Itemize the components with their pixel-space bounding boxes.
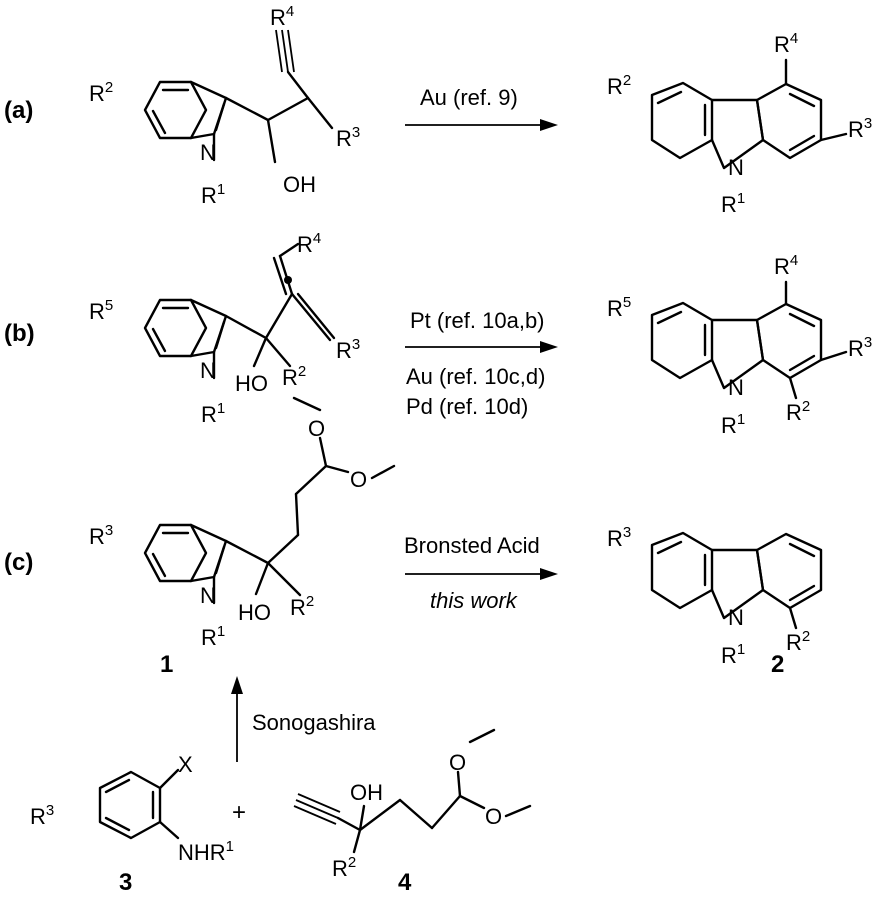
row-c-prod-r1: R1 [721, 641, 745, 668]
row-c-reagent-bottom: this work [430, 588, 518, 613]
row-a-starting-material [143, 29, 334, 164]
row-a-sm-n: N [200, 140, 216, 165]
compound-3-structure [98, 768, 180, 840]
row-c-starting-material [143, 396, 396, 605]
compound-3-number: 3 [119, 869, 132, 896]
row-a-prod-r3: R3 [848, 115, 872, 142]
sonogashira-arrowhead [231, 676, 243, 694]
row-a-label: (a) [4, 97, 33, 124]
row-b-starting-material [143, 242, 336, 380]
row-c-sm-r2: R2 [290, 593, 314, 620]
row-a-prod-r1: R1 [721, 190, 745, 217]
row-b-prod-r2: R2 [786, 398, 810, 425]
row-a-arrowhead [540, 119, 558, 131]
row-a-sm-r3: R3 [336, 124, 360, 151]
row-b-sm-r1: R1 [201, 400, 225, 427]
row-c-arrowhead [540, 568, 558, 580]
row-c-prod-r2: R2 [786, 628, 810, 655]
row-c-reagent-top: Bronsted Acid [404, 533, 540, 558]
row-b-label: (b) [4, 320, 35, 347]
row-c-prod-n: N [728, 605, 744, 630]
row-b-sm-r2: R2 [282, 363, 306, 390]
row-c-product [650, 531, 823, 630]
row-b-sm-n: N [200, 358, 216, 383]
row-b-sm-r4: R4 [297, 230, 321, 257]
row-b-sm-ho: HO [235, 371, 268, 396]
row-c-sm-r1: R1 [201, 623, 225, 650]
compound-3-r3: R3 [30, 802, 54, 829]
row-c-prod-r3: R3 [607, 524, 631, 551]
row-a-sm-r1: R1 [201, 181, 225, 208]
row-b-prod-r5: R5 [607, 294, 631, 321]
compound-4-r2: R2 [332, 854, 356, 881]
row-c-label: (c) [4, 549, 33, 576]
row-c-sm-o-top: O [308, 416, 325, 441]
row-b-sm-r3: R3 [336, 336, 360, 363]
compound-3-x: X [178, 752, 193, 777]
row-c-product-number: 2 [771, 651, 784, 678]
row-a-prod-n: N [728, 155, 744, 180]
row-a-prod-r4: R4 [774, 30, 798, 57]
row-b-prod-r3: R3 [848, 334, 872, 361]
row-a-sm-oh: OH [283, 172, 316, 197]
row-a-product [650, 58, 848, 170]
compound-4-o-right: O [485, 804, 502, 829]
row-b-arrowhead [540, 341, 558, 353]
row-b-prod-n: N [728, 375, 744, 400]
sonogashira-label: Sonogashira [252, 710, 376, 735]
row-c-sm-o-right: O [350, 467, 367, 492]
compound-4-number: 4 [398, 869, 412, 896]
row-c-sm-ho: HO [238, 600, 271, 625]
row-c-start-number: 1 [160, 651, 173, 678]
row-a-sm-r4: R4 [270, 3, 294, 30]
compound-3-nhr1: NHR1 [178, 838, 234, 865]
row-a-sm-r2: R2 [89, 79, 113, 106]
row-b-prod-r4: R4 [774, 252, 798, 279]
compound-4-oh: OH [350, 780, 383, 805]
row-b-reagent-bottom-2: Pd (ref. 10d) [406, 394, 528, 419]
row-a-reagent: Au (ref. 9) [420, 85, 518, 110]
row-b-reagent-top: Pt (ref. 10a,b) [410, 308, 545, 333]
row-c-sm-r3: R3 [89, 522, 113, 549]
row-b-prod-r1: R1 [721, 411, 745, 438]
row-c-sm-n: N [200, 583, 216, 608]
row-b-product [650, 280, 848, 400]
compound-4-o-top: O [449, 750, 466, 775]
compound-4-structure [293, 728, 532, 854]
row-b-reagent-bottom-1: Au (ref. 10c,d) [406, 364, 545, 389]
row-a-prod-r2: R2 [607, 72, 631, 99]
plus-sign: + [232, 799, 246, 826]
row-b-sm-r5: R5 [89, 297, 113, 324]
